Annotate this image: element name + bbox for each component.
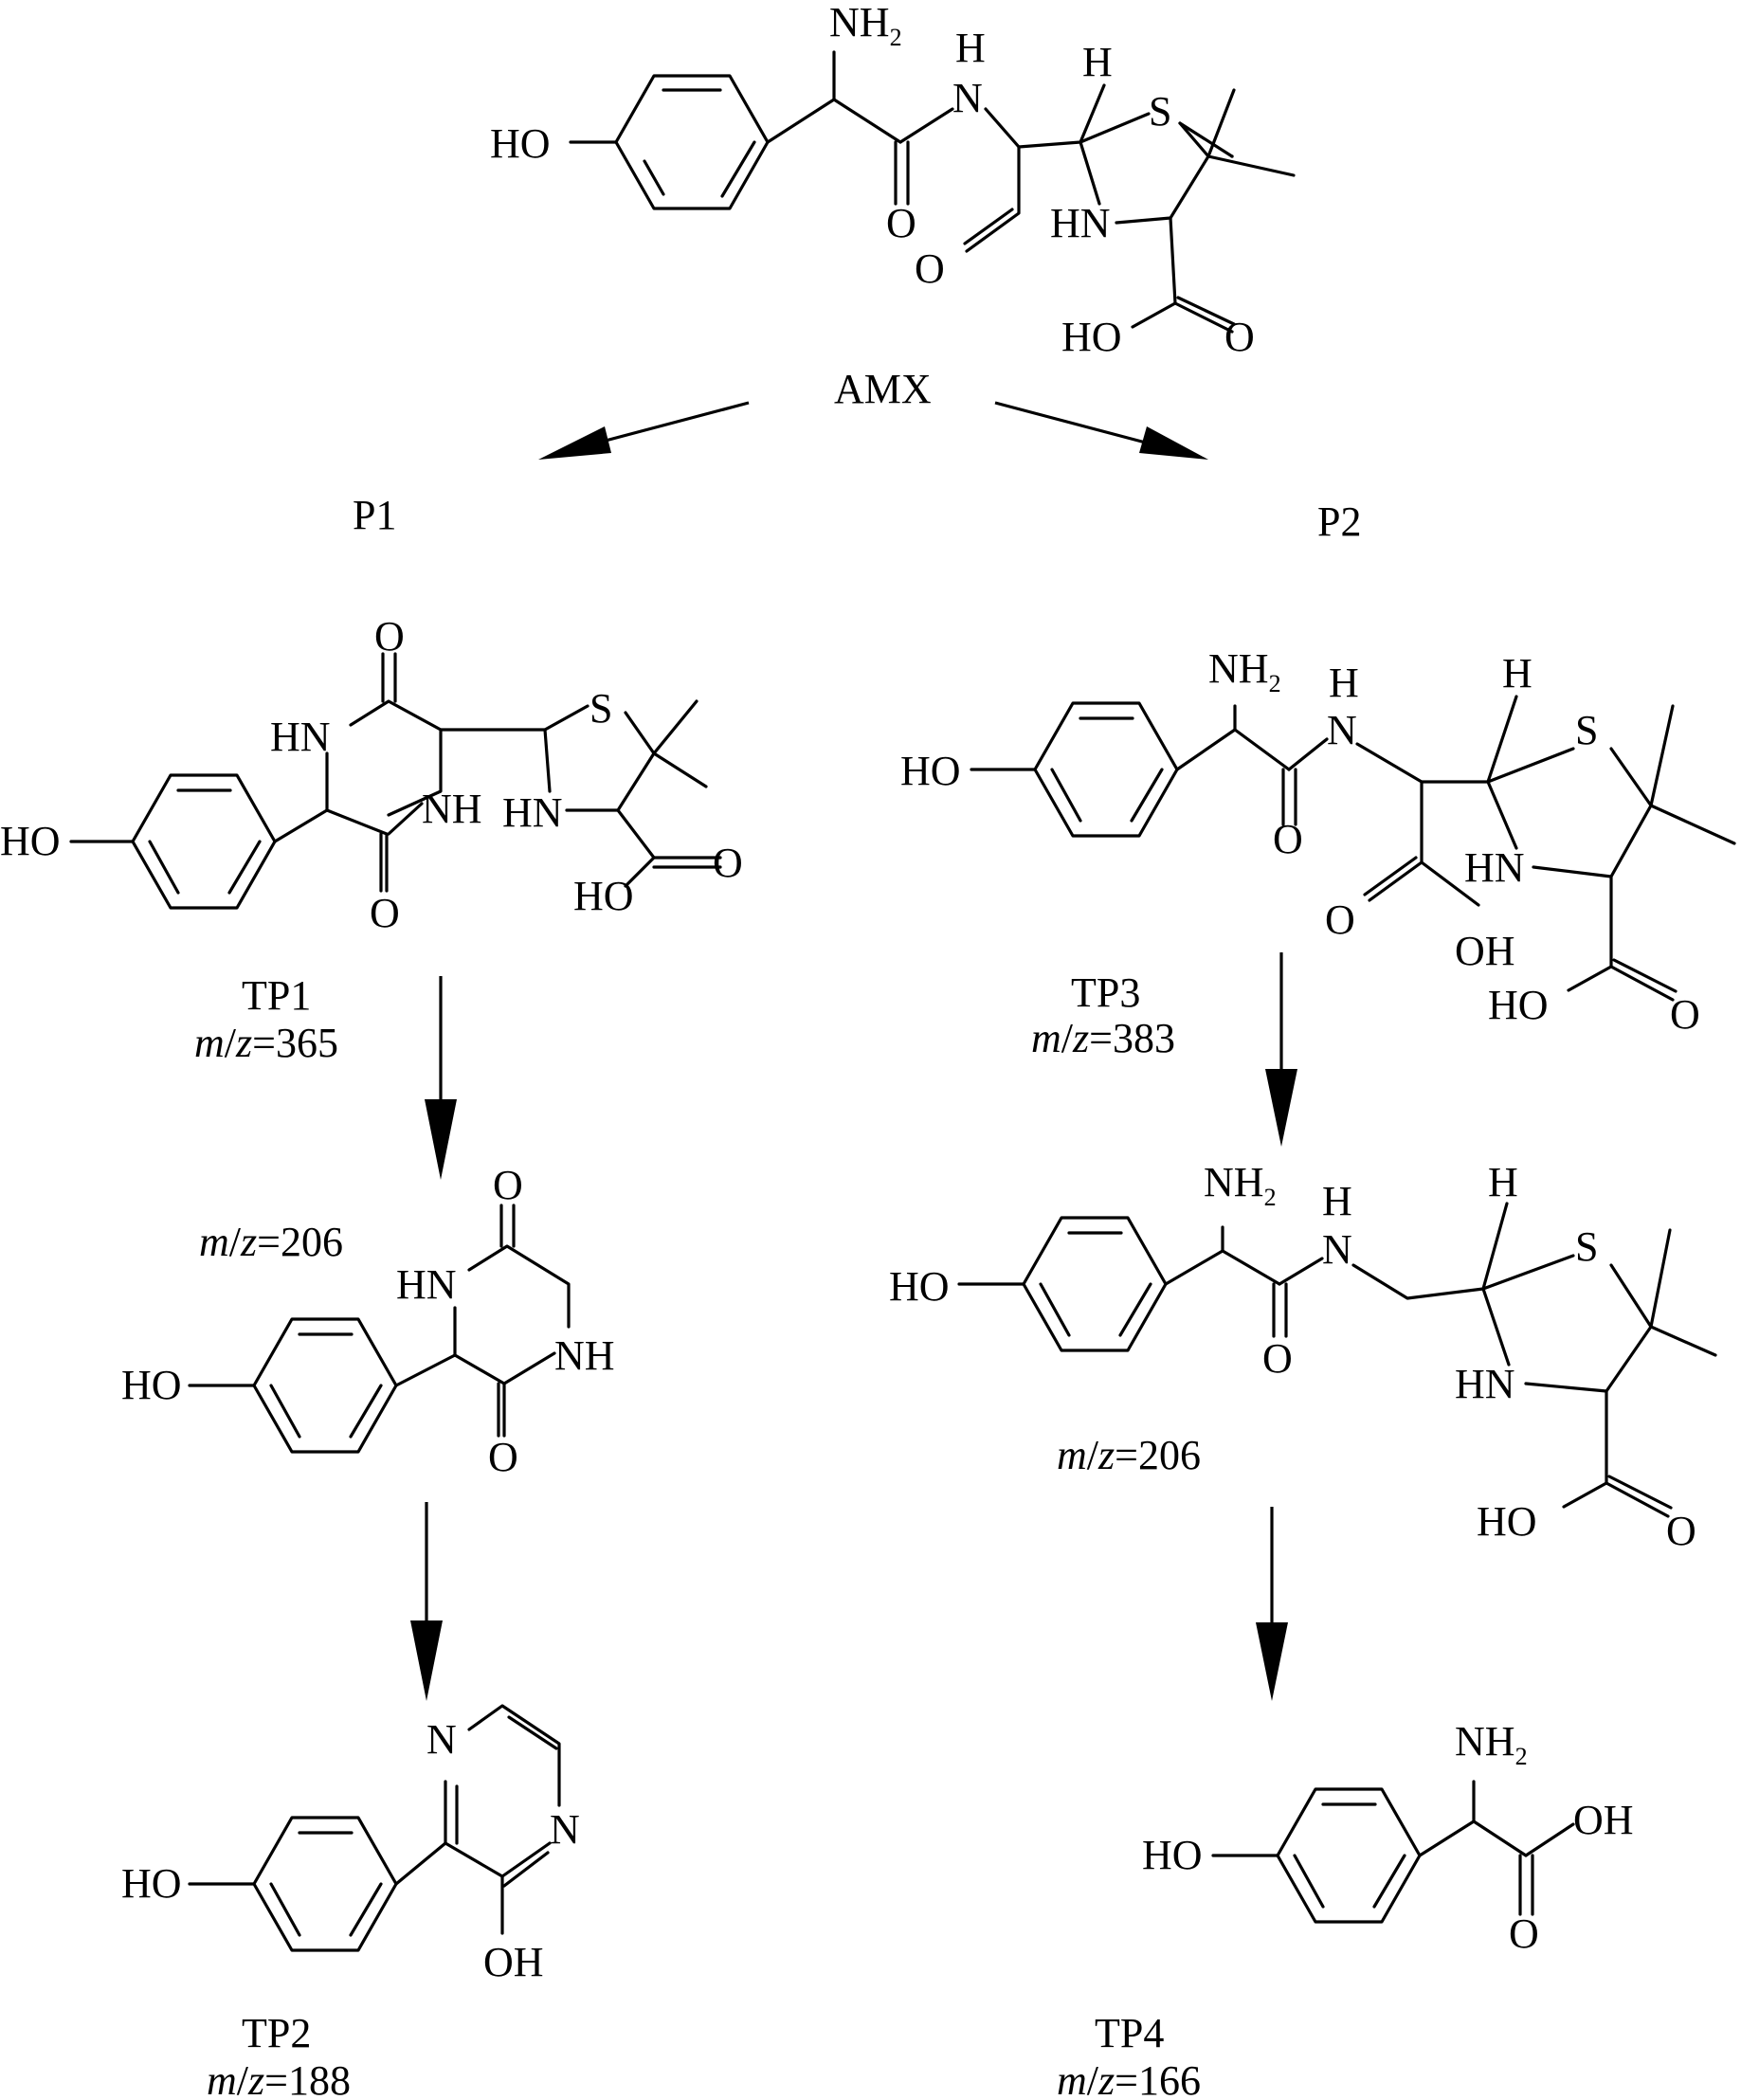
amx-cooh-o-atom: O — [1224, 314, 1255, 360]
tp4-structure: HO NH2 O OH — [1142, 1718, 1634, 1957]
tp1-hn-atom: HN — [270, 714, 331, 760]
amx-structure: HO NH2 O N H O H S HN HO O — [490, 0, 1296, 360]
tp1-cooh-o-atom: O — [713, 840, 743, 886]
m206-right-mz: m/z=206 — [1057, 1432, 1201, 1478]
m206-right-ho-atom: HO — [889, 1263, 950, 1310]
tp3-amide-o-atom: O — [1273, 816, 1303, 862]
tp2-n2-atom: N — [550, 1806, 580, 1853]
tp3-cooh-o-atom: O — [1670, 991, 1700, 1038]
m206-right-cooh-ho-atom: HO — [1477, 1498, 1537, 1545]
tp3-ho-atom: HO — [900, 748, 961, 794]
tp3-ring-hn-atom: HN — [1464, 844, 1525, 891]
arrow-amx-to-p2 — [994, 401, 1208, 460]
tp1-mz: m/z=365 — [194, 1020, 338, 1066]
tp2-mz: m/z=188 — [207, 2057, 351, 2100]
tp1-ring-hn-atom: HN — [502, 789, 563, 836]
amx-hn-atom: HN — [1050, 200, 1111, 246]
amx-nh2-atom: NH2 — [829, 0, 902, 51]
tp1-s-atom: S — [589, 685, 612, 732]
tp3-side-o-atom: O — [1325, 896, 1355, 943]
tp4-o-atom: O — [1509, 1910, 1539, 1957]
tp3-mz: m/z=383 — [1031, 1015, 1175, 1061]
amx-aldehyde-o-atom: O — [915, 245, 945, 292]
tp1-structure: HO HN O NH O S HN O HO — [0, 613, 743, 936]
tp2-n1-atom: N — [426, 1716, 457, 1763]
tp1-ho-atom: HO — [0, 818, 61, 864]
arrow-m206-to-tp4 — [1256, 1507, 1288, 1701]
tp4-label: TP4 — [1095, 2010, 1164, 2056]
m206-left-bottom-o-atom: O — [488, 1434, 518, 1480]
tp1-bottom-o-atom: O — [370, 890, 400, 936]
tp4-ho-atom: HO — [1142, 1832, 1203, 1878]
tp2-ho-atom: HO — [121, 1860, 182, 1907]
tp1-cooh-ho-atom: HO — [573, 873, 634, 919]
tp2-structure: HO N N OH — [121, 1704, 580, 1985]
tp3-nh-h-atom: H — [1329, 660, 1359, 706]
amx-label: AMX — [834, 366, 932, 412]
arrow-tp1-to-m206 — [425, 976, 457, 1180]
arrow-tp3-to-m206 — [1265, 952, 1297, 1147]
amx-amide-o-atom: O — [886, 200, 916, 246]
m206-right-nh-h-atom: H — [1322, 1178, 1352, 1224]
amx-cooh-ho-atom: HO — [1061, 314, 1122, 360]
tp4-nh2-atom: NH2 — [1455, 1718, 1528, 1770]
p2-label: P2 — [1317, 498, 1361, 545]
tp3-nh2-atom: NH2 — [1208, 645, 1281, 697]
m206-right-ring-hn-atom: HN — [1455, 1361, 1515, 1407]
tp1-label: TP1 — [242, 972, 311, 1019]
tp2-label: TP2 — [242, 2010, 311, 2056]
tp3-cooh-ho-atom: HO — [1488, 982, 1549, 1028]
m206-right-cooh-o-atom: O — [1666, 1508, 1696, 1554]
m206-right-amide-o-atom: O — [1262, 1335, 1293, 1382]
arrow-amx-to-p1 — [538, 401, 750, 460]
m206-left-nh-atom: NH — [554, 1332, 615, 1379]
m206-left-structure: HO HN O NH O — [121, 1162, 615, 1480]
amx-ho-atom: HO — [490, 120, 551, 167]
p1-label: P1 — [353, 492, 396, 538]
tp3-ring-h-atom: H — [1502, 650, 1532, 697]
m206-right-structure: HO NH2 O N H H S HN HO O — [889, 1159, 1717, 1554]
m206-right-ring-h-atom: H — [1488, 1159, 1518, 1205]
tp1-nh-atom: NH — [422, 786, 482, 832]
m206-right-n-atom: N — [1322, 1226, 1352, 1273]
tp1-top-o-atom: O — [374, 613, 405, 660]
amx-nh-h-atom: H — [955, 25, 986, 71]
m206-left-hn-atom: HN — [396, 1261, 457, 1308]
tp3-structure: HO NH2 O N H O OH H S HN HO O — [900, 645, 1736, 1038]
tp2-oh-atom: OH — [483, 1939, 544, 1985]
arrow-m206-to-tp2 — [410, 1502, 443, 1701]
tp4-oh-atom: OH — [1573, 1797, 1634, 1843]
tp4-mz: m/z=166 — [1057, 2057, 1201, 2100]
amx-s-atom: S — [1149, 88, 1171, 135]
amx-ring-h-atom: H — [1082, 39, 1113, 85]
m206-right-s-atom: S — [1575, 1223, 1598, 1270]
amx-n-atom: N — [952, 75, 983, 121]
m206-left-top-o-atom: O — [493, 1162, 523, 1208]
tp3-side-oh-atom: OH — [1455, 928, 1515, 974]
m206-left-mz: m/z=206 — [199, 1219, 343, 1265]
tp3-label: TP3 — [1071, 969, 1140, 1016]
m206-right-nh2-atom: NH2 — [1204, 1159, 1277, 1211]
tp3-s-atom: S — [1575, 707, 1598, 753]
m206-left-ho-atom: HO — [121, 1362, 182, 1408]
tp3-n-atom: N — [1327, 707, 1357, 753]
